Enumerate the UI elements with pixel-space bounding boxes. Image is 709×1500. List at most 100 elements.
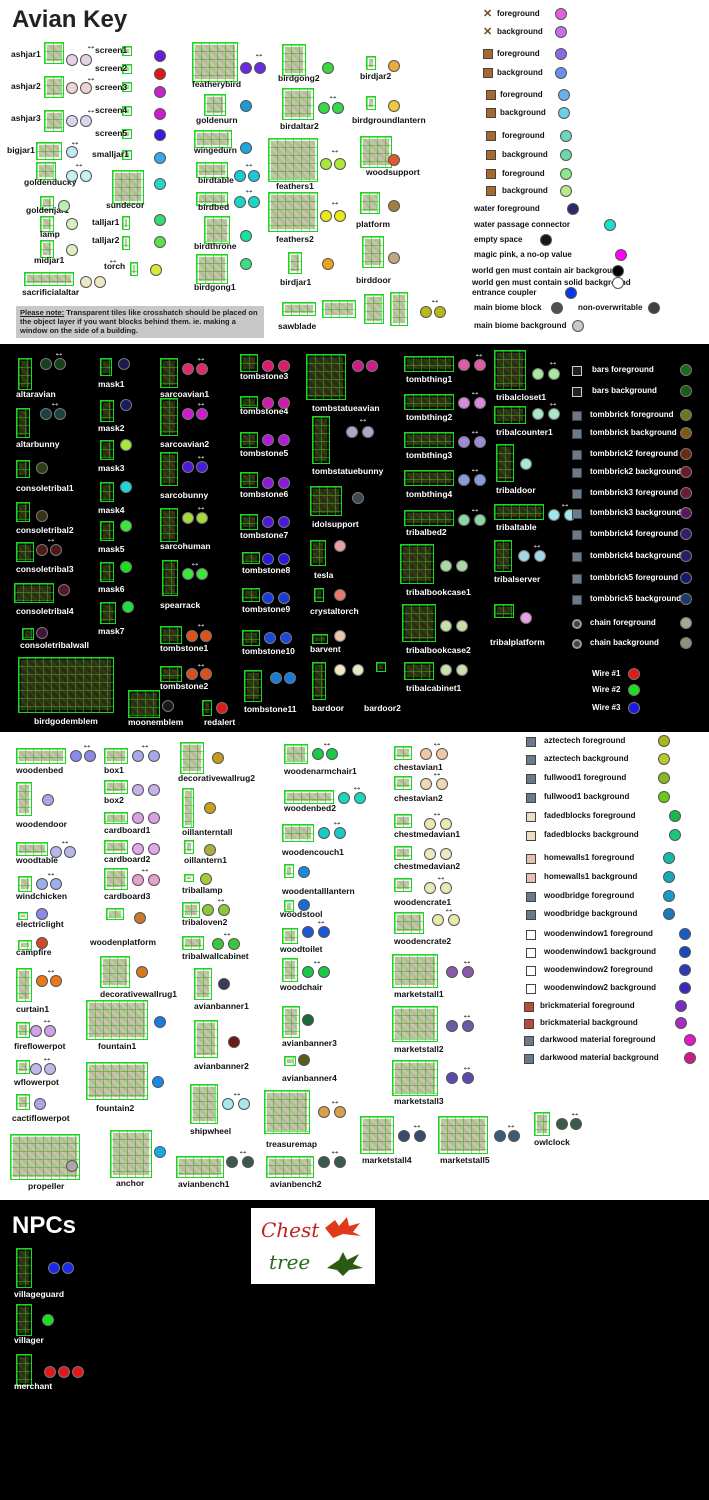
- color-swatch: [196, 363, 208, 375]
- flip-arrow-icon: ↔: [358, 414, 368, 425]
- color-swatch: [132, 784, 144, 796]
- color-swatch: [196, 461, 208, 473]
- key-row: aztectech background: [544, 754, 629, 763]
- object-sprite: [10, 1134, 80, 1180]
- color-swatch: [248, 170, 260, 182]
- object-label: chestavian2: [394, 793, 443, 803]
- page-title: Avian Key: [12, 6, 128, 33]
- object-sprite: [16, 748, 66, 764]
- object-sprite: [16, 782, 32, 816]
- tile-icon: [572, 619, 582, 629]
- color-swatch: [436, 748, 448, 760]
- object-label: electriclight: [16, 919, 64, 929]
- color-swatch: [186, 630, 198, 642]
- key-swatch: [628, 668, 640, 680]
- key-row: main biome block: [474, 303, 542, 312]
- object-sprite: [176, 1156, 224, 1178]
- key-row: woodbridge foreground: [544, 891, 635, 900]
- tile-icon: ✕: [483, 26, 493, 38]
- legend-chest-label: Chest: [261, 1218, 320, 1242]
- color-swatch: [520, 458, 532, 470]
- flip-arrow-icon: ↔: [196, 659, 206, 670]
- color-swatch: [240, 230, 252, 242]
- object-sprite: [16, 502, 30, 522]
- key-swatch: [540, 234, 553, 246]
- flip-arrow-icon: ↔: [322, 738, 332, 749]
- color-swatch: [448, 914, 460, 926]
- color-swatch: [548, 509, 560, 521]
- color-swatch: [420, 748, 432, 760]
- color-swatch: [122, 601, 134, 613]
- object-sprite: [310, 486, 342, 516]
- object-sprite: [160, 508, 178, 542]
- color-swatch: [262, 592, 274, 604]
- object-label: villager: [14, 1335, 44, 1345]
- key-swatch: [603, 219, 616, 231]
- object-label: propeller: [28, 1181, 65, 1191]
- object-sprite: [184, 840, 194, 854]
- tile-icon: [572, 489, 582, 499]
- object-sprite: [202, 700, 212, 716]
- color-swatch: [312, 748, 324, 760]
- object-sprite: [100, 440, 114, 460]
- flip-arrow-icon: ↔: [140, 864, 150, 875]
- object-label: platform: [356, 219, 390, 229]
- color-swatch: [154, 1146, 166, 1158]
- object-label: woodencrate2: [394, 936, 452, 946]
- color-swatch: [434, 306, 446, 318]
- color-swatch: [44, 1366, 56, 1378]
- object-label: owlclock: [534, 1137, 570, 1147]
- color-swatch: [200, 668, 212, 680]
- object-sprite: [104, 868, 128, 890]
- object-sprite: [402, 604, 436, 642]
- color-swatch: [262, 553, 274, 565]
- object-sprite: [494, 406, 526, 424]
- color-swatch: [254, 62, 266, 74]
- object-label: windchicken: [16, 891, 68, 901]
- object-label: mask3: [98, 463, 125, 473]
- object-label: marketstall2: [394, 1044, 444, 1054]
- color-swatch: [262, 360, 274, 372]
- color-swatch: [262, 516, 274, 528]
- object-label: talljar1: [92, 217, 120, 227]
- color-swatch: [234, 170, 246, 182]
- object-label: tribalbookcase2: [406, 645, 471, 655]
- object-label: screen2: [95, 63, 128, 73]
- object-sprite: [282, 302, 316, 316]
- legend-tree-swatch-icon: [327, 1252, 363, 1276]
- color-swatch: [204, 844, 216, 856]
- flip-arrow-icon: ↔: [244, 185, 254, 196]
- key-swatch: [680, 427, 692, 439]
- object-sprite: [366, 96, 376, 110]
- color-swatch: [424, 818, 436, 830]
- object-sprite: [16, 460, 30, 478]
- object-sprite: [282, 44, 306, 76]
- key-swatch: [572, 320, 584, 332]
- object-label: birdgodemblem: [34, 716, 98, 726]
- flip-arrow-icon: ↔: [54, 348, 64, 359]
- object-sprite: [194, 1020, 218, 1058]
- tile-icon: [572, 509, 582, 519]
- object-sprite: [122, 236, 130, 250]
- flip-arrow-icon: ↔: [470, 426, 480, 437]
- object-sprite: [86, 1000, 148, 1040]
- object-label: redalert: [204, 717, 236, 727]
- key-swatch: [560, 149, 572, 161]
- key-swatch: [668, 810, 681, 822]
- object-label: tribalwallcabinet: [182, 951, 249, 961]
- color-swatch: [354, 792, 366, 804]
- tile-icon: [524, 1019, 534, 1029]
- sawblade-sprite: [364, 294, 384, 324]
- key-swatch: [680, 593, 692, 605]
- color-swatch: [120, 439, 132, 451]
- color-swatch: [436, 778, 448, 790]
- flip-arrow-icon: ↔: [570, 1108, 580, 1119]
- object-sprite: [182, 902, 200, 918]
- object-label: birdjar2: [360, 71, 392, 81]
- flip-arrow-icon: ↔: [46, 965, 56, 976]
- key-row: woodbridge background: [544, 909, 638, 918]
- object-sprite: [282, 958, 298, 982]
- tile-icon: [572, 450, 582, 460]
- object-sprite: [122, 46, 132, 56]
- object-sprite: [16, 968, 32, 1002]
